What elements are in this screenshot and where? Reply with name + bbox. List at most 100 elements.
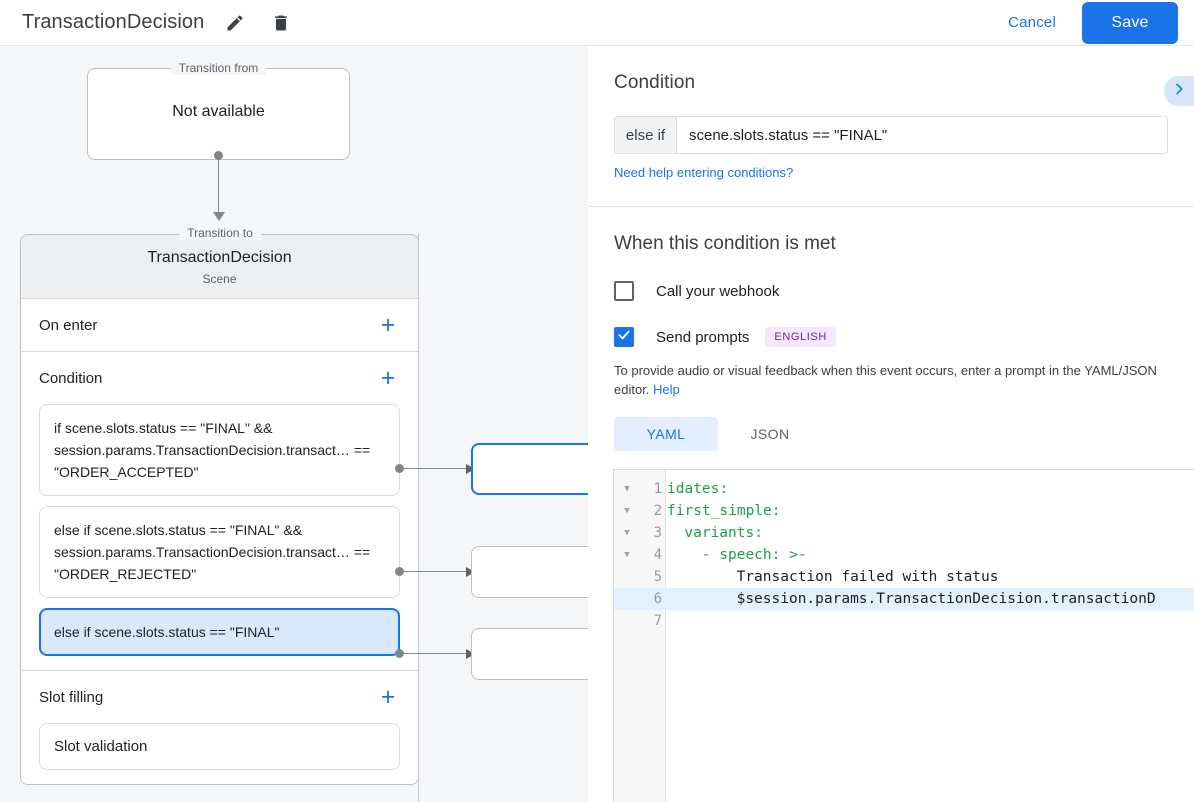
- section-on-enter: On enter +: [21, 299, 418, 352]
- editor-line-number: 1: [653, 481, 662, 497]
- condition-help-link[interactable]: Need help entering conditions?: [614, 165, 794, 180]
- editor-line-code: Transaction failed with status: [736, 569, 999, 585]
- language-badge: ENGLISH: [765, 327, 836, 347]
- when-condition-heading: When this condition is met: [614, 233, 836, 254]
- add-on-enter-button[interactable]: +: [380, 310, 396, 339]
- yaml-code-editor[interactable]: ▼ 1 idates: ▼ 2 first_simple: ▼ 3 variants: ▼ 4 - s…: [613, 469, 1194, 802]
- editor-lines[interactable]: ▼ 1 idates: ▼ 2 first_simple: ▼ 3 variants: ▼ 4 - s…: [614, 478, 1194, 632]
- panel-heading: Condition: [614, 72, 696, 93]
- scene-type: Scene: [202, 272, 237, 286]
- transition-from-legend: Transition from: [170, 61, 267, 75]
- call-webhook-checkbox[interactable]: [614, 281, 634, 301]
- send-prompts-label: Send prompts: [656, 328, 750, 346]
- editor-line-code: variants:: [684, 525, 763, 541]
- slot-validation-card[interactable]: Slot validation: [39, 723, 400, 770]
- section-slot-filling: Slot filling + Slot validation: [21, 671, 418, 784]
- fold-triangle-icon[interactable]: ▼: [624, 506, 630, 516]
- condition-input-group[interactable]: else if: [614, 116, 1168, 154]
- prompts-help-text-body: To provide audio or visual feedback when…: [614, 363, 1157, 397]
- condition-section: Condition else if Need help entering con…: [588, 46, 1194, 182]
- branch-line-2: [404, 571, 468, 572]
- condition-expression-input[interactable]: [677, 117, 1167, 153]
- page-title: TransactionDecision: [22, 11, 205, 33]
- section-title-on-enter: On enter: [39, 316, 98, 334]
- branch-dot-3: [395, 649, 404, 658]
- branch-line-1: [404, 468, 468, 469]
- condition-prefix-label: else if: [615, 117, 677, 153]
- prompts-help-link[interactable]: Help: [653, 382, 680, 397]
- checkmark-icon: [617, 328, 631, 347]
- send-prompts-checkbox[interactable]: [614, 327, 634, 347]
- send-prompts-row[interactable]: Send prompts ENGLISH: [614, 327, 1168, 347]
- collapse-panel-button[interactable]: [1164, 76, 1194, 106]
- branch-arrow-3: [466, 649, 475, 659]
- branch-arrow-2: [466, 567, 475, 577]
- editor-line-number: 2: [653, 503, 662, 519]
- cancel-button[interactable]: Cancel: [994, 6, 1070, 39]
- connector-dot-from: [214, 151, 223, 160]
- scene-name: TransactionDecision: [147, 249, 292, 266]
- editor-line-number: 7: [653, 613, 662, 629]
- call-webhook-label: Call your webhook: [656, 282, 780, 300]
- editor-line-number: 5: [653, 569, 662, 585]
- panel-divider: [588, 206, 1194, 207]
- editor-line[interactable]: ▼ 1 idates:: [614, 478, 1194, 500]
- tab-json[interactable]: JSON: [750, 426, 790, 442]
- editor-line[interactable]: ▼ 3 variants:: [614, 522, 1194, 544]
- editor-line[interactable]: ▼ 2 first_simple:: [614, 500, 1194, 522]
- branch-target-box-3[interactable]: [471, 628, 588, 680]
- connector-line-vertical: [218, 156, 219, 215]
- editor-line-code: first_simple:: [667, 503, 781, 519]
- delete-button[interactable]: [266, 8, 296, 38]
- add-condition-button[interactable]: +: [380, 363, 396, 392]
- editor-line[interactable]: 6 $session.params.TransactionDecision.tra…: [614, 588, 1194, 610]
- branch-arrow-1: [466, 464, 475, 474]
- editor-line[interactable]: 7: [614, 610, 1194, 632]
- condition-card-2[interactable]: else if scene.slots.status == "FINAL" &&…: [39, 506, 400, 598]
- transition-to-legend: Transition to: [179, 226, 261, 240]
- section-condition: Condition + if scene.slots.status == "FI…: [21, 352, 418, 671]
- condition-card-3[interactable]: else if scene.slots.status == "FINAL": [39, 608, 400, 656]
- webhook-row[interactable]: Call your webhook: [614, 281, 1168, 301]
- branch-line-3: [404, 653, 468, 654]
- add-slot-filling-button[interactable]: +: [380, 682, 396, 711]
- section-title-slot-filling: Slot filling: [39, 688, 104, 706]
- when-condition-met-section: When this condition is met Call your web…: [588, 207, 1194, 451]
- fold-triangle-icon[interactable]: ▼: [624, 528, 630, 538]
- editor-format-tabs: YAML JSON: [614, 417, 1168, 451]
- pencil-icon: [225, 13, 245, 33]
- scene-flow-canvas[interactable]: Transition from Not available Transition…: [0, 46, 588, 802]
- edit-name-button[interactable]: [220, 8, 250, 38]
- top-app-bar: TransactionDecision Cancel Save: [0, 0, 1194, 46]
- branch-target-box-1[interactable]: [471, 443, 588, 495]
- section-title-condition: Condition: [39, 369, 103, 387]
- editor-line-number: 6: [653, 591, 662, 607]
- condition-card-1[interactable]: if scene.slots.status == "FINAL" && sess…: [39, 404, 400, 496]
- branch-target-box-2[interactable]: [471, 546, 588, 598]
- editor-line-number: 4: [653, 547, 662, 563]
- tab-yaml[interactable]: YAML: [614, 417, 718, 451]
- trash-icon: [271, 13, 291, 33]
- connector-arrow-down: [213, 212, 225, 221]
- editor-line[interactable]: ▼ 4 - speech: >-: [614, 544, 1194, 566]
- branch-dot-2: [395, 567, 404, 576]
- editor-line[interactable]: 5 Transaction failed with status: [614, 566, 1194, 588]
- transition-from-value: Not available: [172, 103, 265, 120]
- branch-dot-1: [395, 464, 404, 473]
- scene-header: TransactionDecision Scene: [21, 235, 418, 299]
- fold-triangle-icon[interactable]: ▼: [624, 550, 630, 560]
- transition-to-card[interactable]: TransactionDecision Scene On enter + Con…: [20, 234, 419, 785]
- editor-line-code: idates:: [667, 481, 729, 497]
- save-button[interactable]: Save: [1082, 1, 1178, 44]
- flow-rail: [418, 234, 419, 802]
- editor-gutter: [614, 470, 666, 802]
- transition-from-box[interactable]: Transition from Not available: [87, 61, 350, 160]
- chevron-right-icon: [1171, 81, 1187, 102]
- editor-line-number: 3: [653, 525, 662, 541]
- prompts-help-text: To provide audio or visual feedback when…: [614, 361, 1168, 399]
- condition-list: if scene.slots.status == "FINAL" && sess…: [21, 404, 418, 670]
- fold-triangle-icon[interactable]: ▼: [624, 484, 630, 494]
- slot-filling-list: Slot validation: [21, 723, 418, 784]
- editor-line-code: - speech: >-: [701, 547, 807, 563]
- editor-line-code: $session.params.TransactionDecision.tran…: [736, 591, 1156, 607]
